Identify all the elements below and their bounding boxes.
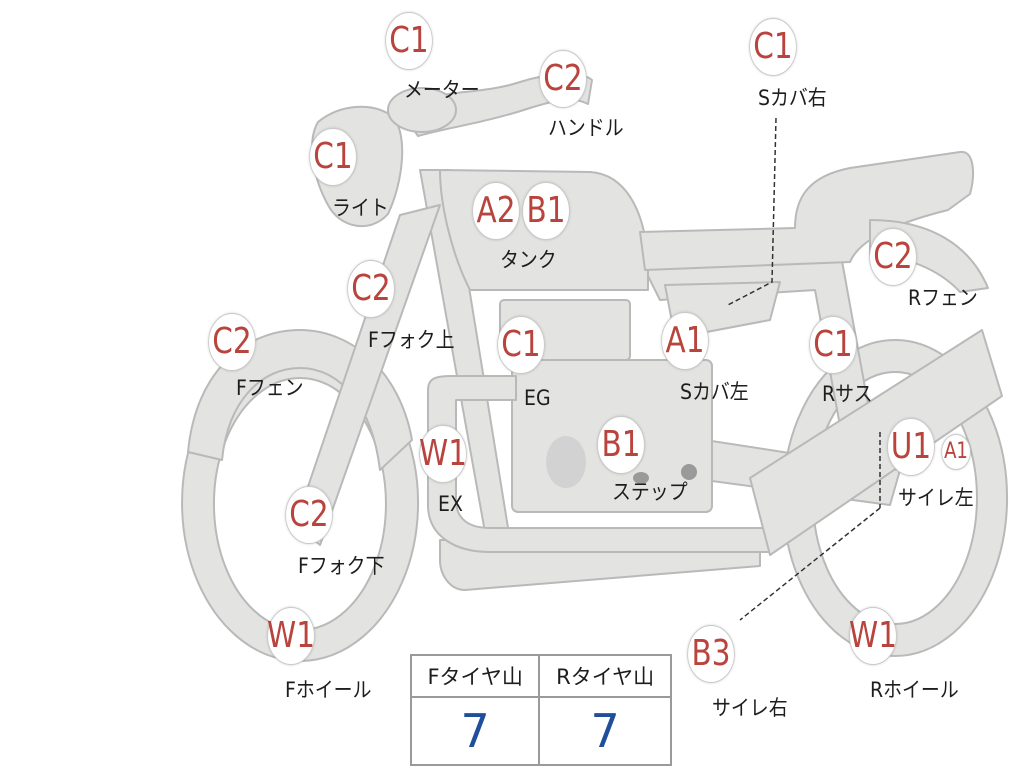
meter-grade-badge: C1 xyxy=(385,12,433,70)
muffler-left-grade-badge-small: A1 xyxy=(941,434,971,470)
muffler-right-grade-badge: B3 xyxy=(687,625,735,683)
light-grade-badge: C1 xyxy=(309,128,357,186)
front-fork xyxy=(294,204,441,546)
leader-muffler-right xyxy=(739,507,881,621)
engine-grade-badge: C1 xyxy=(497,316,545,374)
footpeg-left xyxy=(633,472,649,484)
step-grade-badge: B1 xyxy=(597,416,645,474)
fork-lower-grade-badge: C2 xyxy=(285,486,333,544)
handle-grade-badge: C2 xyxy=(539,50,587,108)
engine-cover xyxy=(546,436,586,488)
side-cover-left-grade-badge: A1 xyxy=(661,312,709,370)
tire-tread-table: Fタイヤ山 Rタイヤ山 7 7 xyxy=(409,654,672,766)
exhaust-pipe xyxy=(427,375,771,553)
front-tire-header: Fタイヤ山 xyxy=(409,654,541,698)
muffler-right-label: サイレ右 xyxy=(712,696,788,720)
muffler-shape xyxy=(749,329,1003,556)
tank-grade-badge-b: B1 xyxy=(522,182,570,240)
side-cover-left-label: Sカバ左 xyxy=(680,380,749,404)
front-tire-value: 7 xyxy=(409,696,541,766)
side-cover-right-label: Sカバ右 xyxy=(758,86,827,110)
front-fender-grade-badge: C2 xyxy=(208,313,256,371)
rear-wheel-label: Rホイール xyxy=(870,678,959,702)
tank-grade-badge-a: A2 xyxy=(472,182,520,240)
rear-fender-grade-badge: C2 xyxy=(869,228,917,286)
rear-suspension-grade-badge: C1 xyxy=(809,316,857,374)
fork-upper-label: Fフォク上 xyxy=(368,328,455,352)
rear-suspension-label: Rサス xyxy=(822,382,873,406)
exhaust-grade-badge: W1 xyxy=(419,425,467,483)
meter-shape xyxy=(387,87,457,133)
light-label: ライト xyxy=(332,196,389,220)
meter-label: メーター xyxy=(404,78,480,102)
muffler-left-label: サイレ左 xyxy=(898,486,974,510)
rear-tire-header: Rタイヤ山 xyxy=(538,654,672,698)
rear-fender-label: Rフェン xyxy=(908,286,978,310)
exhaust-label: EX xyxy=(438,492,463,516)
engine-label: EG xyxy=(524,386,551,410)
handle-label: ハンドル xyxy=(548,116,624,140)
front-fender-label: Fフェン xyxy=(236,376,304,400)
front-wheel-label: Fホイール xyxy=(285,678,372,702)
leader-side-cover xyxy=(725,117,777,307)
footpeg-right xyxy=(681,464,697,480)
front-wheel-grade-badge: W1 xyxy=(267,607,315,665)
rear-wheel-grade-badge: W1 xyxy=(849,607,897,665)
step-label: ステップ xyxy=(612,480,688,504)
side-cover-right-grade-badge: C1 xyxy=(749,18,797,76)
fork-lower-label: Fフォク下 xyxy=(298,554,385,578)
muffler-left-grade-badge: U1 xyxy=(887,418,935,476)
fork-upper-grade-badge: C2 xyxy=(347,260,395,318)
tank-label: タンク xyxy=(500,248,557,272)
rear-tire-value: 7 xyxy=(538,696,672,766)
